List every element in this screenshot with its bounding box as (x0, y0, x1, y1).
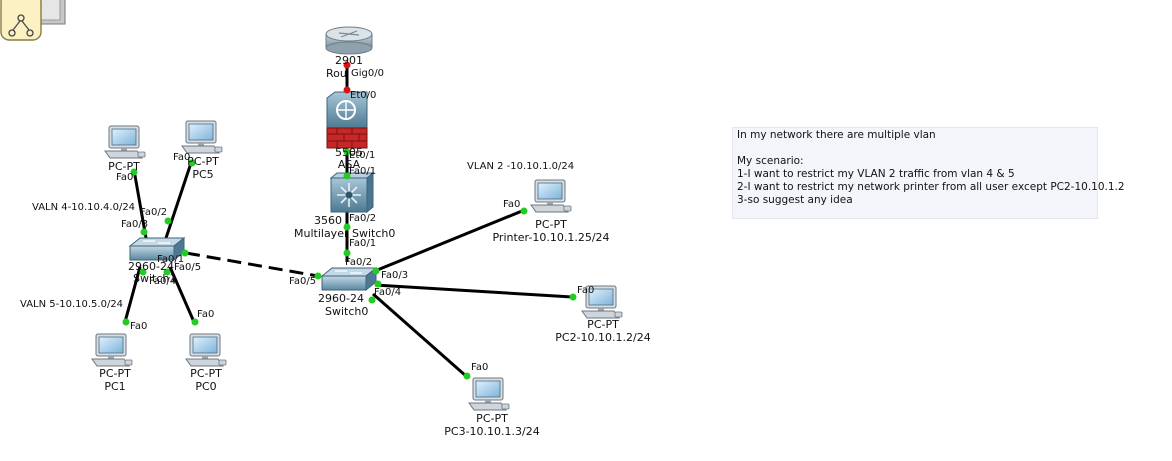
port-up-dot (130, 168, 138, 176)
pc1-name-label: PC1 (104, 380, 126, 393)
port-label: Et0/0 (350, 90, 377, 101)
printer-type-label: PC-PT (535, 218, 567, 231)
port-label: Fa0/3 (121, 219, 149, 230)
switch0-model-label: 2960-24 (318, 292, 364, 305)
port-up-dot (343, 148, 351, 156)
pc-icon[interactable] (104, 125, 146, 159)
printer-name-label: Printer-10.10.1.25/24 (492, 231, 610, 244)
pc2-name-label: PC2-10.10.1.2/24 (555, 331, 651, 344)
port-up-dot (374, 280, 382, 288)
router-name-label: Rou (326, 67, 347, 80)
port-label: Fa0/1 (157, 254, 185, 265)
note-title: In my network there are multiple vlan (737, 129, 936, 141)
port-label: Fa0 (471, 362, 489, 373)
pc5-type-label: PC-PT (187, 155, 219, 168)
link-switch0-pc2 (374, 283, 573, 299)
link-switch1-pc5 (164, 159, 194, 239)
multilayer-model-label: 3560 (314, 214, 342, 227)
pc-icon[interactable] (91, 333, 133, 367)
firewall-icon[interactable] (326, 91, 368, 149)
port-up-dot (343, 172, 351, 180)
network-links (123, 62, 573, 378)
port-label: Fa0/5 (289, 276, 317, 287)
port-label: Fa0 (116, 172, 134, 183)
port-down-dot (343, 86, 351, 94)
link-switch1-pc-top-left (132, 169, 148, 239)
pc-icon[interactable] (185, 333, 227, 367)
port-up-dot (314, 272, 322, 280)
port-label: Fa0/1 (349, 166, 377, 177)
port-status-indicators (122, 61, 577, 380)
switch1-name-label: Switch1 (133, 272, 177, 285)
port-up-dot (139, 268, 147, 276)
port-label: Fa0 (197, 309, 215, 320)
note-line: 3-so suggest any idea (737, 194, 853, 206)
port-up-dot (520, 207, 528, 215)
link-switch1-switch0 (185, 251, 319, 278)
vlan4-label: VALN 4-10.10.4.0/24 (32, 202, 136, 213)
pc-icon[interactable] (468, 377, 510, 411)
port-up-dot (140, 228, 148, 236)
port-up-dot (372, 267, 380, 275)
pc0-type-label: PC-PT (190, 367, 222, 380)
port-label: Fa0 (503, 199, 521, 210)
pc-icon[interactable] (181, 120, 223, 154)
port-up-dot (569, 293, 577, 301)
port-up-dot (191, 318, 199, 326)
multilayer-switch-icon[interactable] (329, 171, 375, 214)
multilayer-name-label: Multilayer Switch0 (294, 227, 396, 240)
port-up-dot (164, 217, 172, 225)
port-up-dot (188, 159, 196, 167)
switch1-model-label: 2960-24 (128, 260, 174, 273)
router-model-label: 2901 (335, 54, 363, 67)
port-label: Fa0/2 (349, 213, 377, 224)
switch-icon[interactable] (128, 236, 186, 262)
port-down-dot (343, 61, 351, 69)
port-label: Fa0/3 (381, 270, 409, 281)
logical-view-icon[interactable] (0, 0, 66, 41)
link-switch0-pc3 (372, 292, 467, 378)
port-label: Fa0 (130, 321, 148, 332)
asa-model-label: 5505 (335, 146, 363, 159)
port-up-dot (343, 249, 351, 257)
pc-icon[interactable] (530, 179, 572, 213)
note-line: 2-I want to restrict my network printer … (737, 181, 1125, 193)
port-label: Fa0/2 (345, 257, 373, 268)
asa-name-label: ASA (337, 158, 361, 171)
port-label: Fa0 (577, 285, 595, 296)
note-scenario-heading: My scenario: (737, 155, 804, 167)
pc1-type-label: PC-PT (99, 367, 131, 380)
link-switch1-pc1 (123, 266, 142, 323)
pc0-name-label: PC0 (195, 380, 217, 393)
port-label: Fa0/2 (140, 207, 168, 218)
pc3-type-label: PC-PT (476, 412, 508, 425)
vlan2-label: VLAN 2 -10.10.1.0/24 (467, 161, 575, 172)
link-switch0-printer (374, 209, 523, 273)
port-label: Fa0/4 (374, 287, 402, 298)
port-up-dot (181, 249, 189, 257)
port-label: Fa0/4 (149, 276, 177, 287)
pc3-name-label: PC3-10.10.1.3/24 (444, 425, 540, 438)
note-line: 1-I want to restrict my VLAN 2 traffic f… (737, 168, 1015, 180)
switch-icon[interactable] (320, 266, 378, 292)
switch0-name-label: Switch0 (325, 305, 369, 318)
pc-top-left-type-label: PC-PT (108, 160, 140, 173)
port-up-dot (368, 296, 376, 304)
port-label: Fa0/5 (174, 262, 202, 273)
port-label: Fa0/1 (349, 238, 377, 249)
pc5-name-label: PC5 (192, 168, 214, 181)
port-up-dot (122, 318, 130, 326)
port-up-dot (343, 223, 351, 231)
vlan5-label: VALN 5-10.10.5.0/24 (20, 299, 124, 310)
port-label: Et0/1 (349, 150, 376, 161)
router-icon[interactable] (325, 26, 373, 55)
port-label: Fa0 (173, 152, 191, 163)
link-switch1-pc0 (168, 266, 196, 323)
port-label: Gig0/0 (351, 68, 384, 79)
pc2-type-label: PC-PT (587, 318, 619, 331)
scenario-note: In my network there are multiple vlan My… (732, 127, 1125, 219)
port-up-dot (163, 268, 171, 276)
port-up-dot (463, 372, 471, 380)
